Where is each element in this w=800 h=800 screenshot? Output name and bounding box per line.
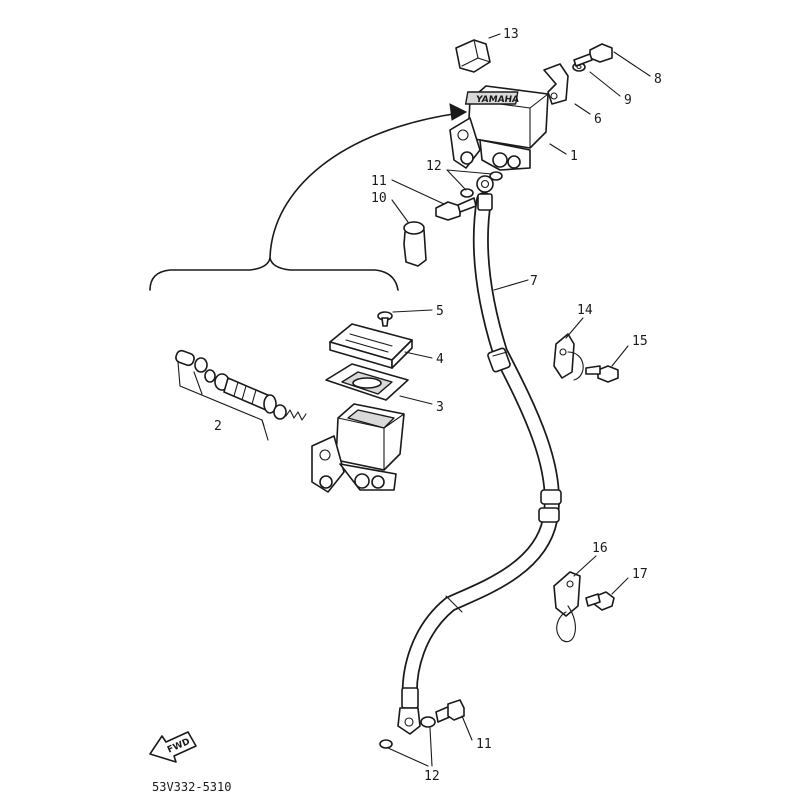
part-5-screw [377,311,393,327]
forward-arrow-icon: FWD [149,731,197,763]
expansion-bracket [149,103,468,291]
part-13-cap [455,39,491,73]
part-17-bolt [585,591,615,611]
part-7-brake-hose [397,175,562,735]
callout-11-bottom: 11 [476,737,492,752]
callout-9: 9 [624,93,632,108]
callout-10: 10 [371,191,387,206]
callout-12-bottom: 12 [424,769,440,784]
callout-3: 3 [436,400,444,415]
part-6-clamp [543,63,569,105]
part-11-banjo-bolt-bottom [435,699,465,723]
part-code: 53V332-5310 [152,780,231,794]
callout-1: 1 [570,149,578,164]
callout-labels: 13 8 9 6 1 12 11 10 7 5 4 3 2 14 15 16 1… [214,27,662,784]
callout-6: 6 [594,112,602,127]
callout-15: 15 [632,334,648,349]
part-15-bolt [585,365,619,383]
callout-5: 5 [436,304,444,319]
part-12-washers-bottom [379,716,436,749]
part-1-master-cylinder: YAMAHA [449,85,549,171]
part-10-boot [403,221,427,267]
part-11-banjo-bolt-top [435,197,477,221]
callout-7: 7 [530,274,538,289]
callout-13: 13 [503,27,519,42]
svg-text:YAMAHA: YAMAHA [474,95,519,105]
part-14-hose-guide [553,333,584,381]
callout-2: 2 [214,419,222,434]
leader-lines [387,33,651,767]
callout-16: 16 [592,541,608,556]
callout-8: 8 [654,72,662,87]
part-12-washers-top [460,171,503,198]
part-8-bolt [573,43,613,67]
part-16-hose-guide [553,571,581,643]
master-cylinder-body [311,403,405,493]
part-4-reservoir-cover [329,323,413,369]
callout-4: 4 [436,352,444,367]
callout-12-top: 12 [426,159,442,174]
part-3-diaphragm [325,363,409,401]
callout-14: 14 [577,303,593,318]
part-2-piston-kit [175,349,307,441]
callout-11-top: 11 [371,174,387,189]
callout-17: 17 [632,567,648,582]
